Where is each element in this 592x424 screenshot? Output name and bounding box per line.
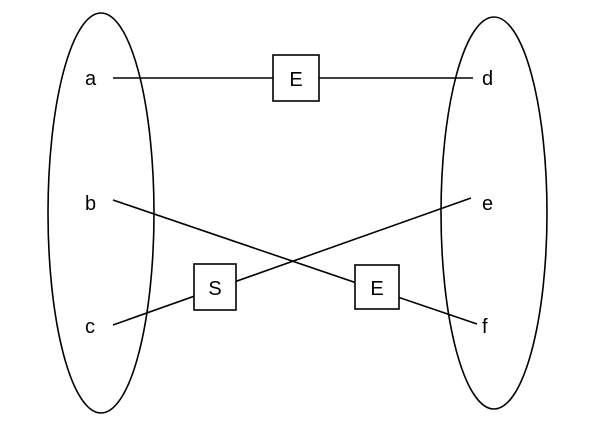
node-label-e: e bbox=[482, 193, 493, 215]
left-set-ellipse bbox=[47, 12, 155, 414]
node-label-d: d bbox=[482, 68, 493, 90]
edge-label-box-b-f: E bbox=[354, 264, 400, 310]
node-label-f: f bbox=[482, 316, 488, 338]
edge-label-box-a-d: E bbox=[272, 54, 320, 102]
node-label-c: c bbox=[85, 316, 95, 338]
edge-c-e bbox=[112, 197, 472, 326]
edge-label-c-e: S bbox=[208, 278, 221, 300]
node-label-b: b bbox=[85, 193, 96, 215]
edge-label-box-c-e: S bbox=[193, 263, 237, 311]
edge-label-b-f: E bbox=[370, 278, 383, 300]
edge-b-f bbox=[112, 199, 478, 325]
right-set-ellipse bbox=[440, 16, 548, 410]
node-label-a: a bbox=[85, 68, 97, 90]
edge-label-a-d: E bbox=[289, 69, 302, 91]
